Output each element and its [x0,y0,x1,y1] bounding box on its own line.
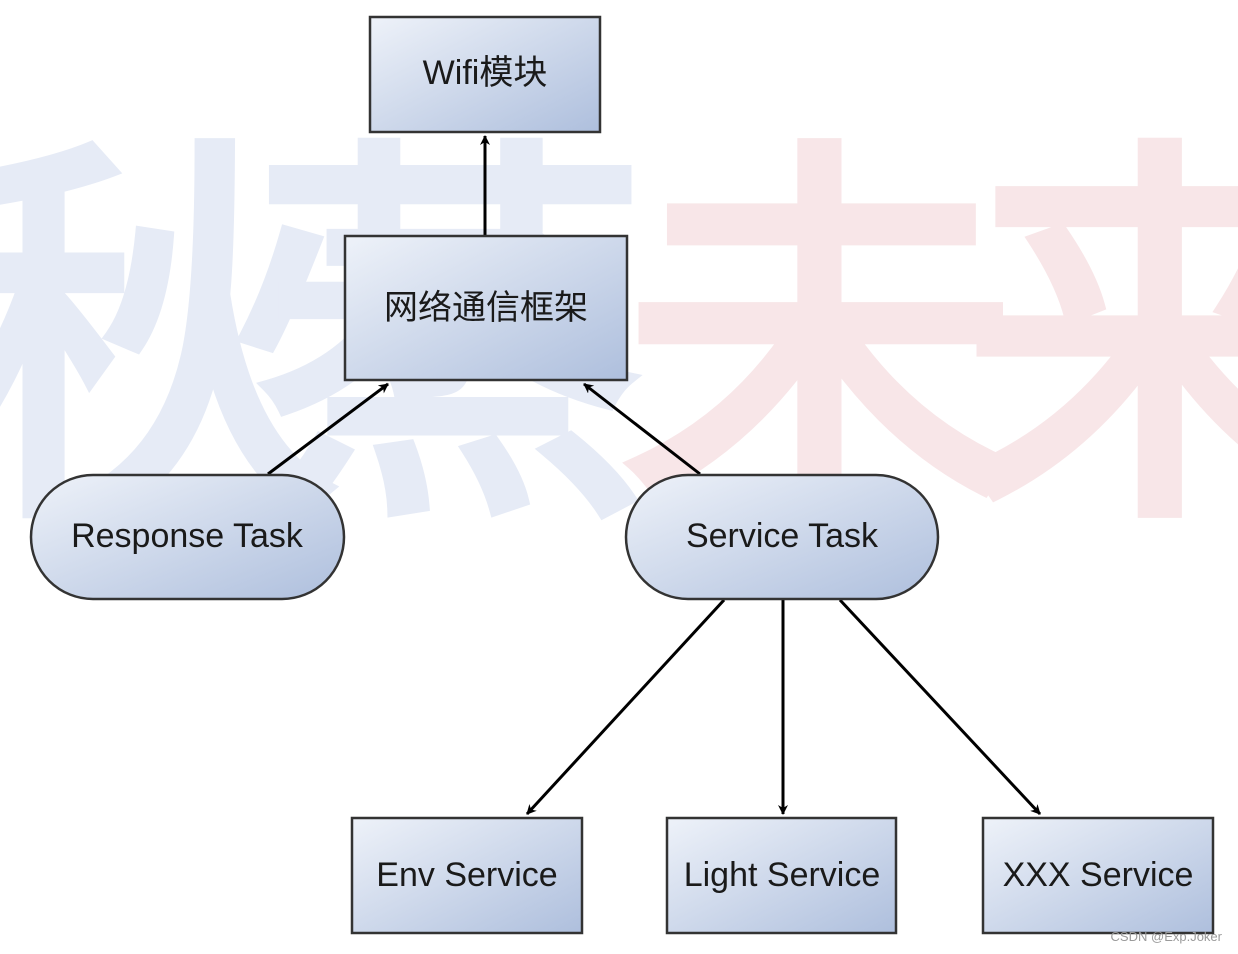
node-response-task-label: Response Task [71,517,304,555]
edge-service-task-to-env-service [525,598,726,816]
node-network-framework-label: 网络通信框架 [384,289,588,327]
node-light-service-label: Light Service [684,856,881,894]
node-service-task-box [624,473,940,601]
node-env-service-label: Env Service [376,856,557,894]
node-light-service: Light Service [665,816,898,935]
node-network-framework-box [343,234,629,382]
edge-service-task-to-xxx-service [838,598,1042,816]
node-response-task-box [29,473,346,601]
node-xxx-service: XXX Service [981,816,1215,935]
node-light-service-box [665,816,898,935]
node-env-service-box [350,816,584,935]
node-env-service: Env Service [350,816,584,935]
node-wifi-module-label: Wifi模块 [423,54,548,92]
node-service-task: Service Task [624,473,940,601]
watermark-char-4: 来 [960,110,1238,575]
edge-service-task-to-network [583,382,701,476]
edges [267,135,1042,816]
edge-response-task-to-network [267,382,389,476]
node-wifi-module: Wifi模块 [368,15,602,134]
credit-watermark: CSDN @Exp.Joker [1111,929,1223,944]
node-wifi-module-box [368,15,602,134]
node-xxx-service-label: XXX Service [1003,856,1194,894]
node-network-framework: 网络通信框架 [343,234,629,382]
node-response-task: Response Task [29,473,346,601]
node-service-task-label: Service Task [686,517,879,555]
node-xxx-service-box [981,816,1215,935]
